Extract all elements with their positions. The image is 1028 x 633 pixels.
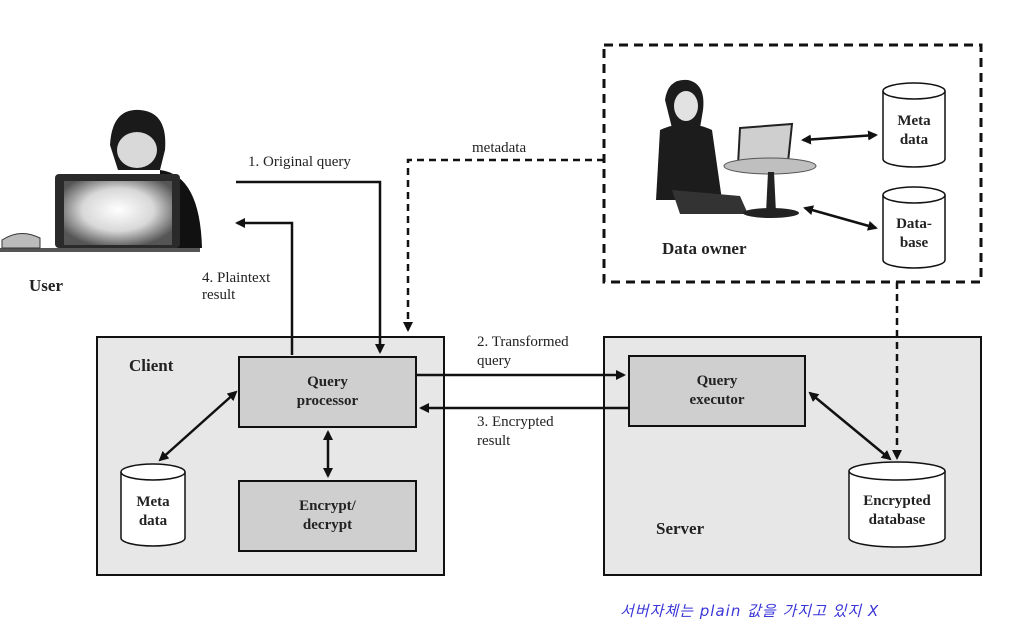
data-owner-illustration — [656, 79, 817, 218]
owner-database-label: Data- base — [896, 216, 932, 251]
client-label: Client — [129, 356, 174, 375]
metadata-label: metadata — [472, 140, 527, 156]
owner-meta-data-cylinder — [882, 82, 946, 168]
transformed-query-label: 2. Transformed query — [477, 334, 569, 369]
encrypt-decrypt-box — [238, 480, 417, 552]
query-executor-label: Query executor — [689, 373, 745, 408]
client-meta-data-label: Meta data — [136, 494, 170, 529]
query-processor-label: Query processor — [296, 374, 359, 409]
plaintext-result-label: 4. Plaintext result — [202, 270, 271, 303]
user-illustration — [0, 109, 202, 252]
owner-database-cylinder — [882, 186, 946, 269]
data-owner-box — [602, 43, 983, 284]
client-meta-data-cylinder — [120, 463, 186, 547]
handwritten-note: 서버자체는 plain 값을 가지고 있지 X — [620, 602, 880, 620]
server-label: Server — [656, 519, 705, 538]
query-processor-box — [238, 356, 417, 428]
encrypted-database-cylinder — [848, 461, 946, 548]
data-owner-label: Data owner — [662, 239, 747, 258]
encrypted-result-label: 3. Encrypted result — [477, 414, 554, 449]
owner-meta-data-label: Meta data — [897, 113, 931, 148]
original-query-label: 1. Original query — [248, 154, 351, 170]
encrypted-database-label: Encrypted database — [863, 493, 931, 528]
query-executor-box — [628, 355, 806, 427]
encrypt-decrypt-label: Encrypt/ decrypt — [299, 498, 356, 533]
user-label: User — [29, 276, 63, 295]
